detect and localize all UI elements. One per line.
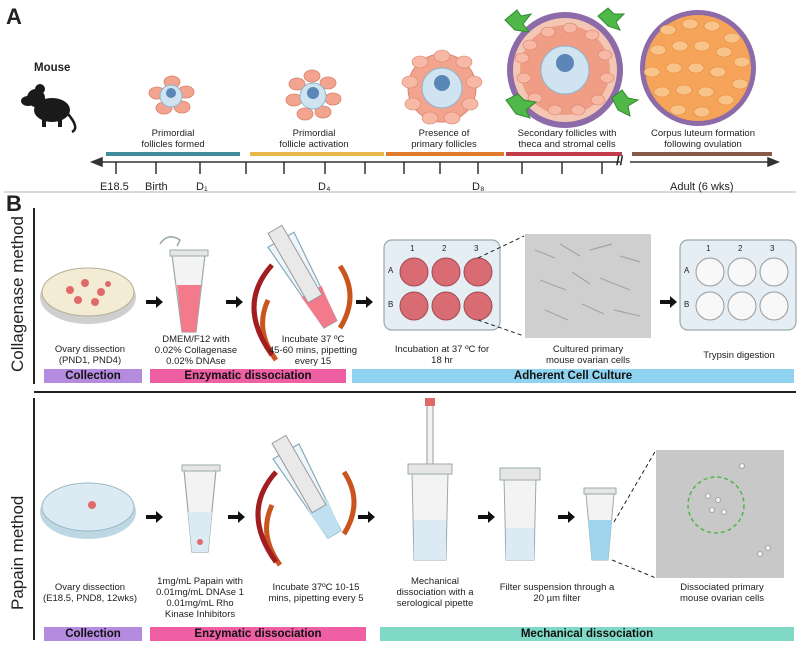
organism-label: Mouse — [34, 62, 71, 74]
primordial-follicle-icon — [148, 75, 195, 115]
arrow-icon — [660, 296, 677, 308]
papain-petri-dish-icon — [40, 482, 136, 539]
plate-col-label: 1 — [706, 244, 711, 253]
arrow-icon — [146, 296, 163, 308]
adherent-cell-culture-bar: Adherent Cell Culture — [352, 369, 794, 383]
activated-follicle-icon — [285, 69, 342, 121]
stage-label-1: Primordial follicles formed — [141, 128, 205, 150]
arrow-icon — [226, 296, 243, 308]
arrow-icon — [146, 511, 163, 523]
plate-col-label: 3 — [474, 244, 479, 253]
collection-bar: Collection — [44, 627, 142, 641]
trypsin-plate-icon — [679, 239, 797, 331]
stage-bar-1 — [106, 152, 240, 156]
arrow-icon — [478, 511, 495, 523]
tick-label: Adult (6 wks) — [670, 181, 734, 193]
plate-row-label: B — [684, 300, 690, 309]
plate-row-label: A — [388, 266, 394, 275]
panel-a-letter: A — [6, 4, 22, 29]
panel-b-letter: B — [6, 191, 22, 216]
tick-label: D₁ — [196, 181, 208, 193]
petri-dish-icon — [40, 267, 136, 324]
plate-row-label: A — [684, 266, 690, 275]
cultured-cells-micrograph — [525, 234, 651, 338]
enzymatic-dissociation-bar: Enzymatic dissociation — [150, 627, 366, 641]
corpus-luteum-icon — [640, 10, 756, 126]
step-caption: Cultured primary mouse ovarian cells — [546, 344, 630, 366]
collection-bar: Collection — [44, 369, 142, 383]
step-caption: Incubate 37 ºC 45-60 mins, pipetting eve… — [268, 334, 358, 367]
step-caption: Trypsin digestion — [703, 350, 775, 361]
papain-tube-icon — [181, 464, 221, 553]
step-caption: 1mg/mL Papain with 0.01mg/mL DNAse 1 0.0… — [156, 576, 244, 620]
tick-label: D₈ — [472, 181, 485, 193]
stage-bar-2 — [250, 152, 384, 156]
step-caption: Dissociated primary mouse ovarian cells — [680, 582, 764, 604]
dissociated-cells-micrograph — [656, 450, 784, 578]
timeline-axis — [89, 156, 781, 174]
tick-label: E18.5 — [100, 181, 129, 193]
step-caption: DMEM/F12 with 0.02% Collagenase 0.02% DN… — [154, 334, 238, 367]
arrow-icon — [356, 296, 373, 308]
stage-label-5: Corpus luteum formation following ovulat… — [650, 128, 756, 150]
stage-label-3: Presence of primary follicles — [411, 128, 477, 150]
enzymatic-dissociation-bar: Enzymatic dissociation — [150, 369, 346, 383]
collection-tube-icon — [583, 487, 617, 561]
filter-tube-icon — [499, 467, 541, 561]
secondary-follicle-icon — [504, 7, 640, 128]
well-plate-icon — [383, 239, 501, 331]
stage-label-4: Secondary follicles with theca and strom… — [517, 128, 617, 150]
arrow-icon — [228, 511, 245, 523]
step-caption: Filter suspension through a 20 µm filter — [499, 582, 615, 604]
step-caption: Ovary dissection (PND1, PND4) — [54, 344, 126, 366]
step-caption: Incubate 37ºC 10-15 mins, pipetting ever… — [268, 582, 364, 604]
tube-icon — [159, 236, 209, 333]
papain-incubation-icon — [255, 434, 357, 567]
axis-break-symbol: // — [616, 153, 624, 168]
step-caption: Ovary dissection (E18.5, PND8, 12wks) — [43, 582, 137, 604]
stage-bar-4 — [506, 152, 622, 156]
serological-pipette-icon — [407, 398, 453, 561]
tick-label: D₄ — [318, 181, 331, 193]
plate-col-label: 2 — [442, 244, 447, 253]
step-caption: Mechanical dissociation with a serologic… — [396, 576, 474, 609]
plate-col-label: 1 — [410, 244, 415, 253]
plate-col-label: 3 — [770, 244, 775, 253]
arrow-icon — [358, 511, 375, 523]
tick-label: Birth — [145, 181, 168, 193]
mechanical-dissociation-bar: Mechanical dissociation — [380, 627, 794, 641]
incubation-tube-icon — [251, 224, 353, 362]
plate-row-label: B — [388, 300, 394, 309]
arrow-icon — [558, 511, 575, 523]
stage-bar-3 — [386, 152, 504, 156]
step-caption: Incubation at 37 ºC for 18 hr — [394, 344, 490, 366]
stage-label-2: Primordial follicle activation — [279, 128, 349, 150]
stage-bar-5 — [632, 152, 772, 156]
papain-method-title: Papain method — [8, 495, 27, 610]
mouse-icon — [21, 84, 77, 134]
primary-follicle-icon — [401, 49, 483, 125]
collagenase-method-title: Collagenase method — [8, 216, 27, 372]
plate-col-label: 2 — [738, 244, 743, 253]
